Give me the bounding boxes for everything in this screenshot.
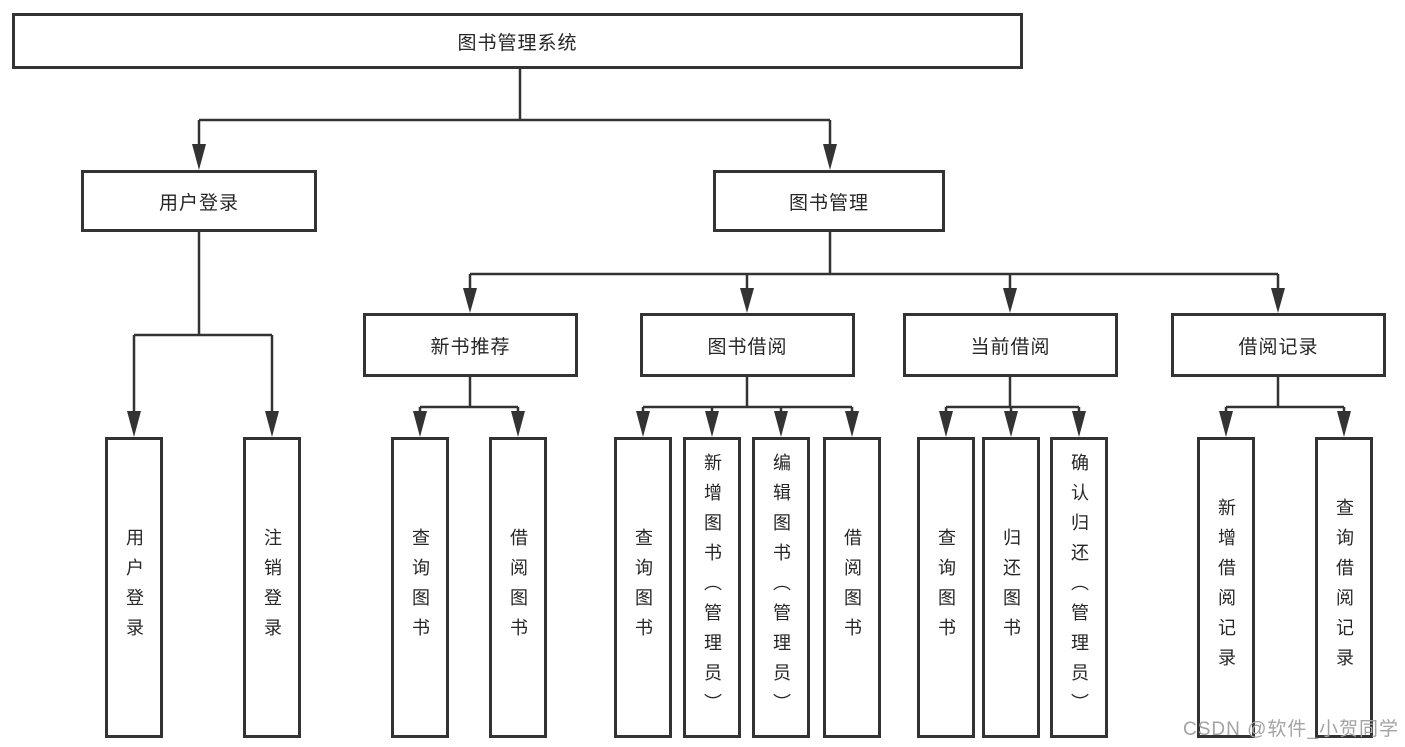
leaf-borrow-books: 借阅图书 (823, 437, 881, 738)
leaf-query-borrowing-record: 查询借阅记录 (1315, 437, 1373, 738)
leaf-confirm-return-admin: 确认归还（管理员） (1050, 437, 1108, 738)
leaf-logout: 注销登录 (243, 437, 301, 738)
node-borrowing-records: 借阅记录 (1171, 313, 1386, 377)
node-user-login: 用户登录 (81, 170, 317, 232)
leaf-query-books-current: 查询图书 (917, 437, 975, 738)
leaf-query-books-borrowing: 查询图书 (614, 437, 672, 738)
node-new-book-recommendation: 新书推荐 (363, 313, 578, 377)
node-current-borrowing: 当前借阅 (903, 313, 1118, 377)
node-book-management: 图书管理 (713, 170, 945, 232)
leaf-query-books-recommend: 查询图书 (391, 437, 449, 738)
leaf-borrow-books-recommend: 借阅图书 (489, 437, 547, 738)
node-book-borrowing: 图书借阅 (640, 313, 855, 377)
leaf-add-borrowing-record: 新增借阅记录 (1197, 437, 1255, 738)
leaf-add-books-admin: 新增图书（管理员） (683, 437, 741, 738)
leaf-edit-books-admin: 编辑图书（管理员） (752, 437, 810, 738)
node-library-system: 图书管理系统 (12, 13, 1023, 69)
csdn-watermark: CSDN @软件_小贺同学 (1183, 719, 1399, 740)
leaf-user-login: 用户登录 (105, 437, 163, 738)
leaf-return-books: 归还图书 (982, 437, 1040, 738)
